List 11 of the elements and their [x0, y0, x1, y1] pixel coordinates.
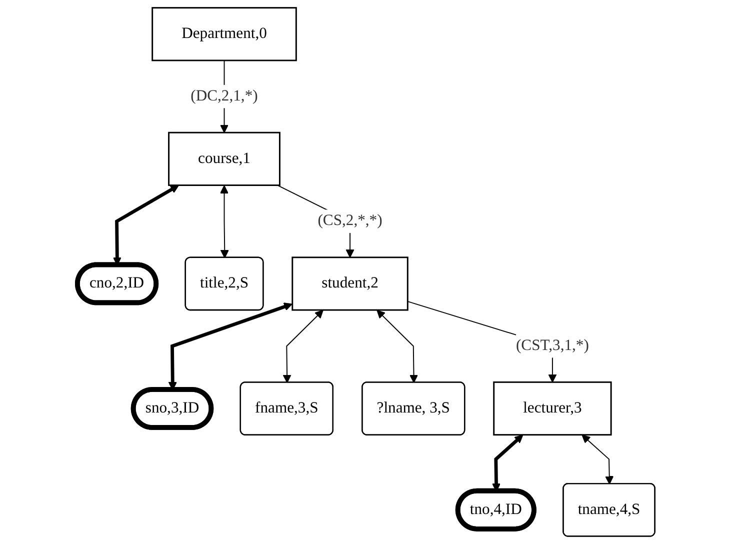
node-box: lecturer,3 — [493, 381, 612, 436]
arrow — [582, 434, 614, 484]
arrow — [283, 310, 324, 384]
node-box: Department,0 — [152, 7, 298, 62]
node-box: student,2 — [292, 256, 409, 311]
edge-label: (DC,2,1,*) — [191, 88, 258, 104]
node-box: course,1 — [168, 132, 281, 186]
edge-label: (CST,3,1,*) — [516, 337, 590, 354]
arrow — [220, 185, 230, 258]
edge-label: (CS,2,*,*) — [318, 212, 383, 230]
arrow — [377, 310, 418, 384]
